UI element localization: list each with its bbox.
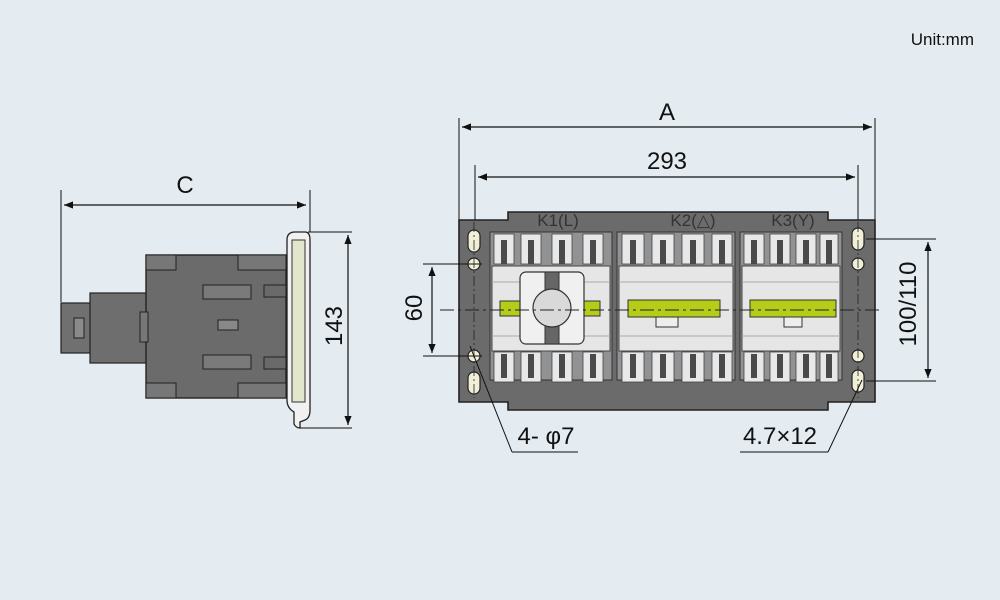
indicator-k3: [749, 299, 837, 318]
mounting-holes-left: [467, 222, 481, 398]
dim-293-label: 293: [647, 148, 687, 175]
side-view: C 143: [60, 172, 352, 429]
dim-a-label: A: [659, 99, 675, 126]
hole-callout-label: 4- φ7: [518, 423, 575, 450]
label-k2: K2(△): [670, 211, 715, 230]
dim-143-label: 143: [321, 306, 348, 346]
terminal-screws: [501, 240, 832, 378]
slot-callout-label: 4.7×12: [743, 423, 817, 450]
dim-a: A: [458, 99, 876, 220]
label-k1: K1(L): [537, 211, 579, 230]
hole-callout: 4- φ7: [469, 345, 578, 453]
dim-60-label: 60: [401, 295, 428, 322]
dim-143: 143: [321, 235, 352, 425]
label-k3: K3(Y): [771, 211, 814, 230]
dim-c-label: C: [176, 172, 193, 199]
dim-c: C: [60, 172, 311, 302]
mounting-holes-right: [851, 222, 865, 398]
indicator-k2: [627, 299, 721, 318]
dim-100-110-label: 100/110: [895, 262, 922, 347]
front-view: A 293: [401, 99, 936, 453]
dim-100-110: 100/110: [866, 238, 936, 382]
side-body: [145, 254, 287, 399]
rotary-knob: [532, 288, 572, 328]
unit-label: Unit:mm: [910, 30, 974, 49]
dim-60: 60: [401, 263, 482, 357]
slot-callout: 4.7×12: [740, 379, 863, 453]
terminal-fins: [493, 233, 839, 383]
side-collar: [89, 292, 149, 364]
